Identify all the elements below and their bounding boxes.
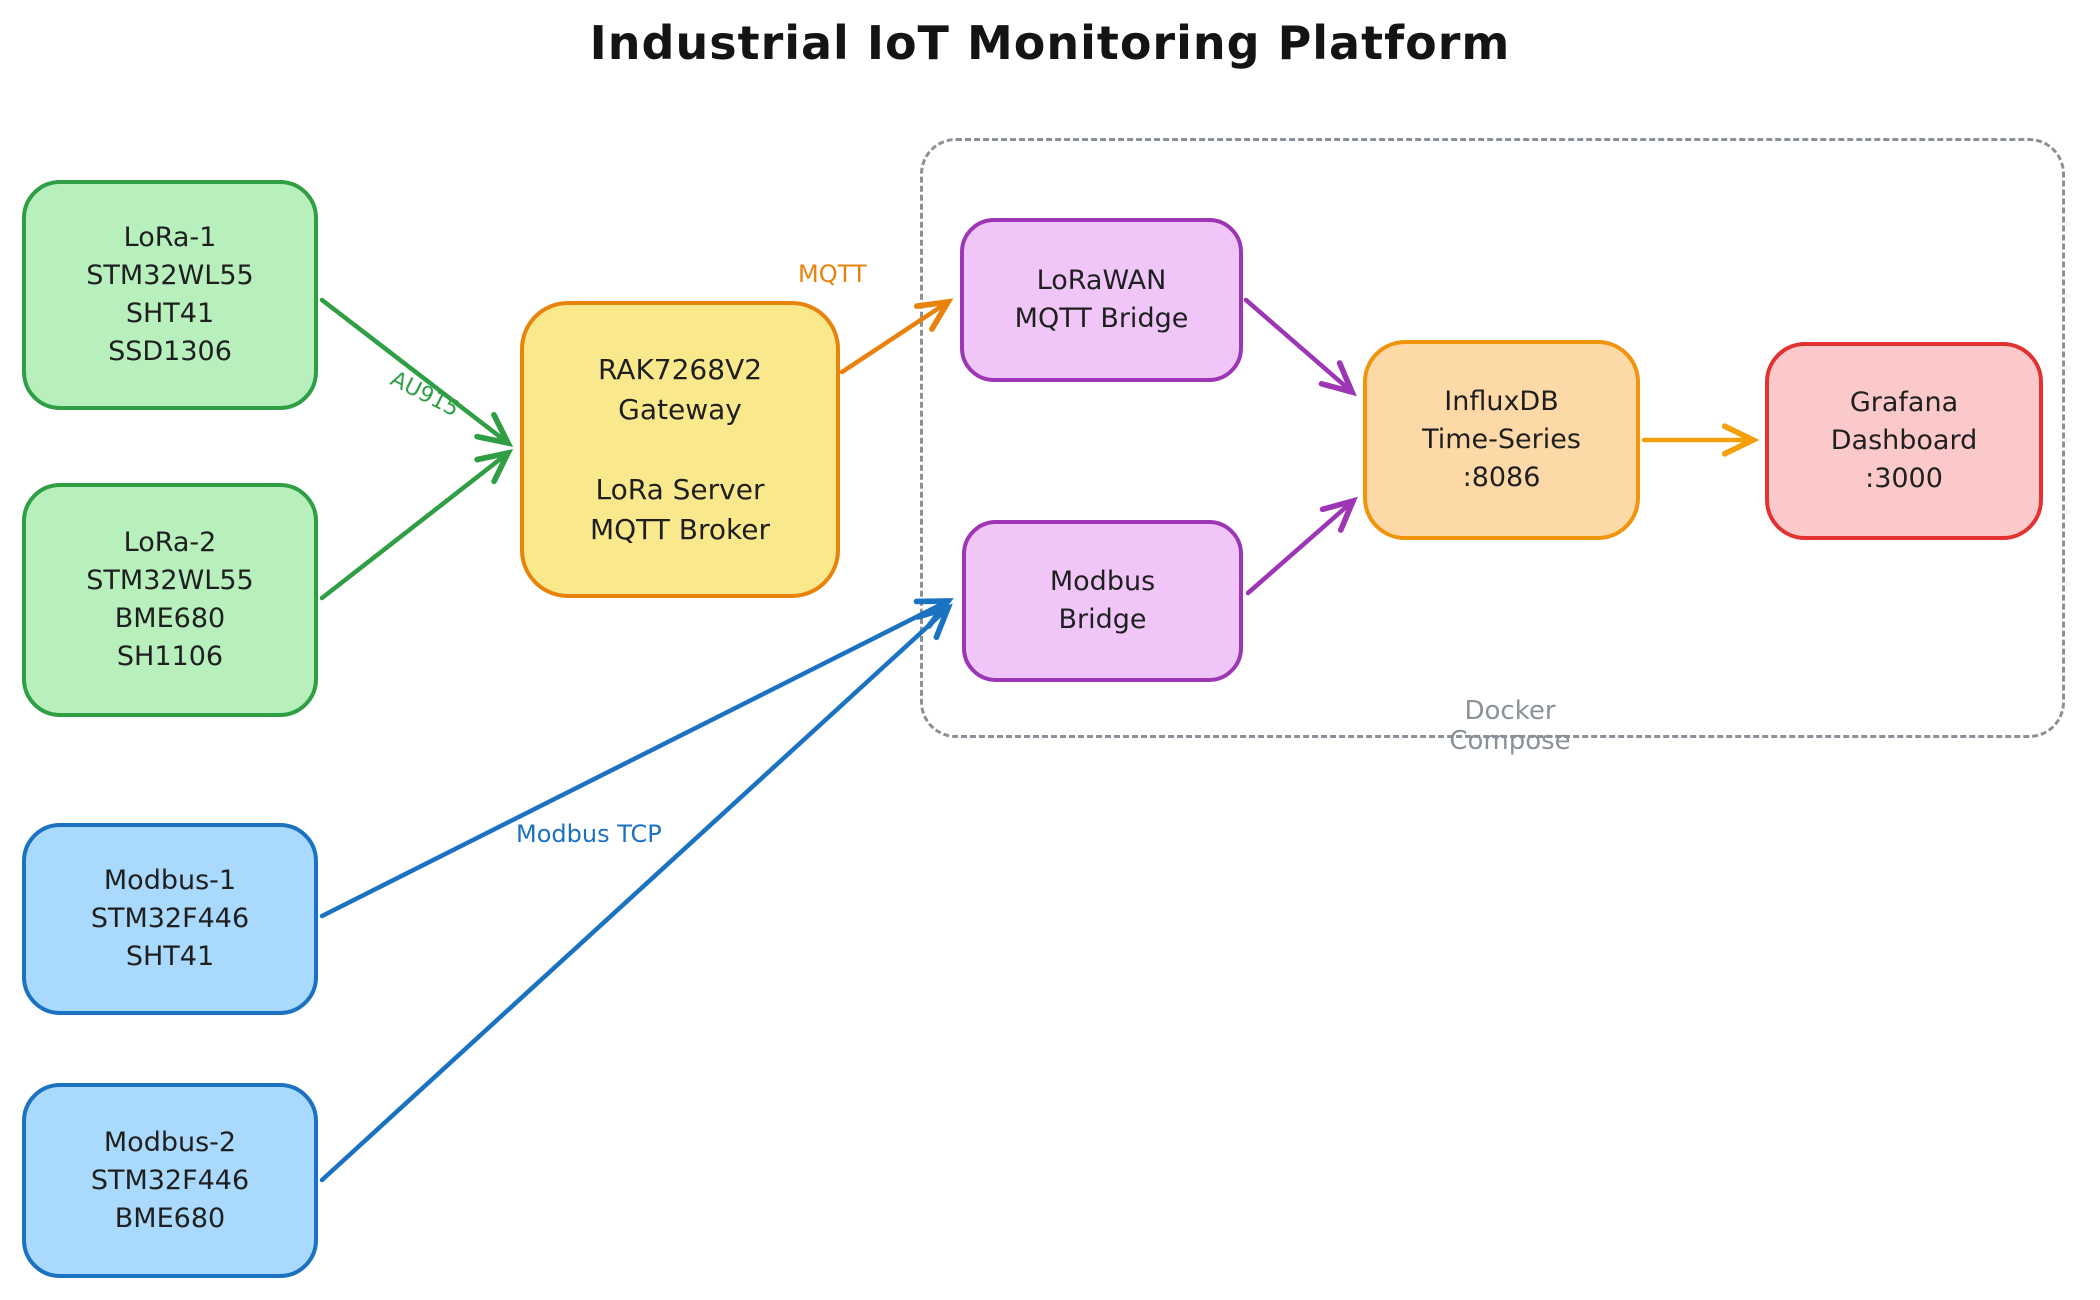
edge-lorawan-influxdb: [1243, 297, 1357, 397]
node-line: SHT41: [125, 298, 215, 329]
node-line: LoRa Server: [595, 472, 765, 506]
docker-compose-label: Docker Compose: [1449, 696, 1571, 756]
node-line: Time-Series: [1422, 424, 1581, 455]
edge-modbus1-bridge: [319, 598, 954, 919]
edge-modbus2-bridge: [319, 603, 953, 1183]
node-line: SSD1306: [108, 336, 232, 367]
edge-modbusbridge-influxdb: [1245, 496, 1358, 596]
node-line: STM32WL55: [86, 565, 254, 596]
node-gateway: RAK7268V2 Gateway LoRa Server MQTT Broke…: [520, 301, 840, 598]
node-influxdb: InfluxDB Time-Series :8086: [1363, 340, 1640, 540]
node-line: LoRaWAN: [1036, 265, 1167, 296]
node-line: Modbus-2: [103, 1126, 237, 1158]
node-modbus-2: Modbus-2 STM32F446 BME680: [22, 1083, 318, 1278]
edge-label-modbus-tcp: Modbus TCP: [516, 820, 662, 848]
node-line: Modbus: [1049, 566, 1156, 597]
node-line: STM32F446: [90, 903, 250, 934]
edge-lora2-gateway: [319, 449, 514, 601]
node-grafana: Grafana Dashboard :3000: [1765, 342, 2043, 540]
node-line: BME680: [114, 603, 226, 634]
node-line: Grafana: [1849, 387, 1959, 418]
node-lora-1: LoRa-1 STM32WL55 SHT41 SSD1306: [22, 180, 318, 410]
node-modbus-1: Modbus-1 STM32F446 SHT41: [22, 823, 318, 1015]
node-line: Gateway: [618, 392, 742, 426]
docker-compose-container: [920, 138, 2065, 738]
edge-label-mqtt: MQTT: [798, 260, 867, 288]
node-line: MQTT Bridge: [1014, 303, 1189, 334]
node-line: BME680: [114, 1202, 226, 1234]
node-line: SH1106: [116, 641, 224, 672]
node-line: STM32WL55: [86, 260, 254, 291]
node-line: InfluxDB: [1444, 386, 1559, 417]
node-line: :3000: [1865, 463, 1943, 494]
node-line: RAK7268V2: [597, 352, 763, 386]
node-lora-2: LoRa-2 STM32WL55 BME680 SH1106: [22, 483, 318, 717]
node-modbus-bridge: Modbus Bridge: [962, 520, 1243, 682]
node-line: Modbus-1: [103, 865, 237, 896]
node-line: STM32F446: [90, 1164, 250, 1196]
node-line: Dashboard: [1830, 425, 1978, 456]
node-line: SHT41: [125, 941, 215, 972]
edge-lora1-gateway: [319, 297, 514, 447]
node-line: LoRa-2: [123, 527, 217, 558]
edge-gateway-lorawan-bridge: [839, 298, 954, 375]
node-line: Bridge: [1058, 604, 1147, 635]
node-lorawan-mqtt-bridge: LoRaWAN MQTT Bridge: [960, 218, 1243, 382]
node-line: :8086: [1462, 462, 1541, 493]
node-line: LoRa-1: [123, 222, 217, 253]
diagram-title: Industrial IoT Monitoring Platform: [589, 16, 1511, 70]
node-line: MQTT Broker: [589, 512, 770, 546]
